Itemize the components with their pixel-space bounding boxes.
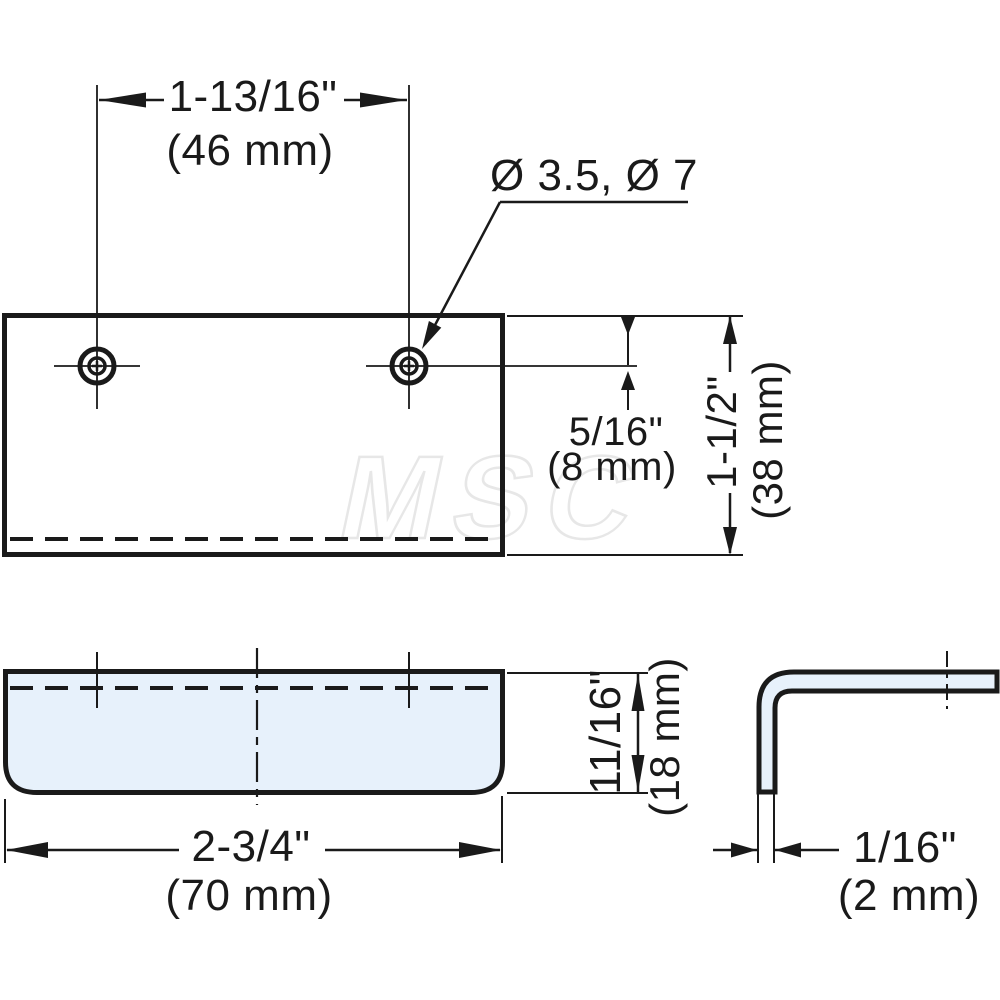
arrow-left (99, 92, 146, 108)
label-depth-in: 11/16" (581, 669, 630, 795)
leader-arrow (422, 321, 442, 349)
front-view (3, 648, 505, 805)
label-thickness-in: 1/16" (853, 823, 957, 872)
l-profile (756, 669, 1000, 795)
arrow-up (621, 371, 635, 390)
label-hole-offset-in: 5/16" (568, 410, 664, 454)
arrow-down (723, 527, 737, 555)
arrow-down (621, 317, 635, 335)
label-thickness-mm: (2 mm) (837, 871, 981, 920)
top-view (2, 313, 637, 557)
dim-width (4, 796, 503, 863)
dim-depth (507, 672, 648, 794)
dim-height (507, 315, 743, 556)
arrow-right (459, 842, 501, 858)
label-width-in: 2-3/4" (191, 822, 311, 871)
arrow-left (775, 842, 801, 858)
arrow-right (360, 92, 407, 108)
label-hole-spacing-in: 1-13/16" (168, 72, 338, 121)
label-hole-offset-mm: (8 mm) (547, 445, 677, 489)
leader-hole-diameters (422, 200, 688, 349)
label-width-mm: (70 mm) (165, 871, 333, 920)
side-view (756, 651, 1000, 795)
dim-thickness (713, 793, 839, 863)
arrow-down (631, 755, 645, 792)
label-height-mm: (38 mm) (744, 360, 791, 520)
label-height-in: 1-1/2" (698, 375, 745, 489)
label-hole-diameters: Ø 3.5, Ø 7 (490, 151, 698, 200)
label-hole-spacing-mm: (46 mm) (166, 126, 334, 175)
arrow-up (631, 674, 645, 711)
dim-hole-offset (621, 317, 635, 410)
arrow-right (731, 842, 757, 858)
arrow-up (723, 316, 737, 344)
arrow-left (6, 842, 48, 858)
label-depth-mm: (18 mm) (641, 657, 688, 817)
front-profile (3, 669, 505, 795)
dim-hole-spacing (96, 85, 410, 409)
